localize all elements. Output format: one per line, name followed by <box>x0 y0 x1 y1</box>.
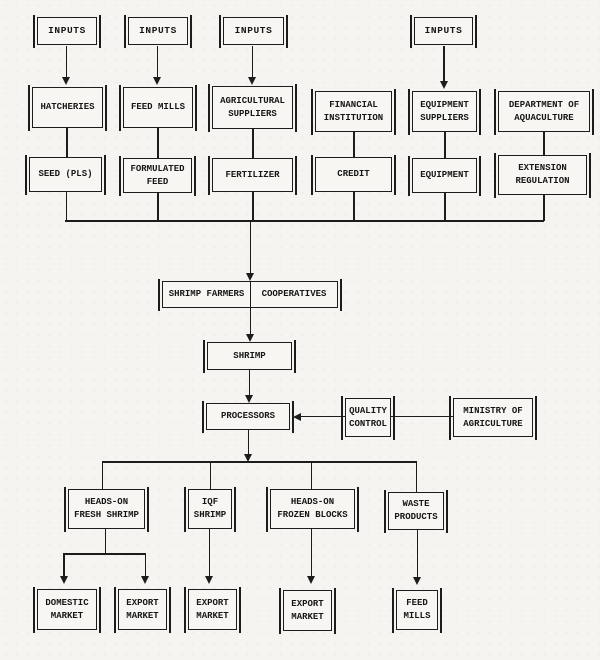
connector-bus-farmers <box>249 220 252 273</box>
connector-department-extension <box>543 132 545 156</box>
inputs-box-equipment: INPUTS <box>410 15 477 48</box>
arrowhead-farmers-shrimp <box>246 334 254 342</box>
connector-quality-processors <box>301 415 345 418</box>
arrowhead-export2 <box>205 576 213 584</box>
domestic-market-box: DOMESTIC MARKET <box>33 587 101 633</box>
department-of-aquaculture-box: DEPARTMENT OF AQUACULTURE <box>494 89 594 135</box>
arrowhead-export3 <box>307 576 315 584</box>
hatcheries-box: HATCHERIES <box>28 85 107 131</box>
connector-bus-iqf <box>209 461 212 489</box>
shrimp-farmers-cell: SHRIMP FARMERS <box>168 289 245 300</box>
heads-on-frozen-blocks-box: HEADS-ON FROZEN BLOCKS <box>266 487 359 532</box>
connector-formulated-bus <box>157 193 159 221</box>
waste-products-box: WASTE PRODUCTS <box>384 490 448 533</box>
connector-seed-bus <box>65 192 68 221</box>
connector-bus-waste <box>415 461 418 492</box>
connector-inputs-hatcheries <box>65 46 68 77</box>
financial-institution-box: FINANCIAL INSTITUTION <box>311 89 396 135</box>
connector-farmers-shrimp <box>249 308 252 334</box>
inputs-box-agricultural: INPUTS <box>219 15 288 48</box>
connector-shrimp-processors <box>248 370 251 395</box>
connector-financial-credit <box>353 132 355 157</box>
fertilizer-box: FERTILIZER <box>208 156 297 195</box>
connector-equipsup-equipment <box>444 132 446 158</box>
arrowhead-inputs-feed-mills <box>153 77 161 85</box>
arrowhead-quality-processors <box>293 412 301 421</box>
arrowhead-inputs-hatcheries <box>62 77 70 85</box>
input-bus-line <box>65 220 544 222</box>
export-market-box-3: EXPORT MARKET <box>279 588 336 634</box>
connector-ministry-quality <box>391 415 453 418</box>
products-bus-line <box>102 461 417 463</box>
connector-credit-bus <box>353 192 355 221</box>
connector-iqf-export <box>208 529 211 577</box>
inputs-box-hatcheries: INPUTS <box>33 15 101 48</box>
arrowhead-feed-mills <box>413 577 421 585</box>
connector-fresh-split <box>104 529 107 554</box>
connector-inputs-equipment <box>443 46 445 81</box>
arrowhead-shrimp-processors <box>245 395 253 403</box>
ministry-of-agriculture-box: MINISTRY OF AGRICULTURE <box>449 396 537 440</box>
connector-bus-frozen <box>310 461 313 489</box>
arrowhead-domestic <box>59 576 68 584</box>
connector-feedmills-formulated <box>157 128 159 158</box>
cooperatives-cell: COOPERATIVES <box>250 282 337 307</box>
connector-bus-fresh <box>101 461 104 489</box>
connector-processors-products <box>247 430 250 455</box>
processors-box: PROCESSORS <box>202 401 294 433</box>
quality-control-box: QUALITY CONTROL <box>341 396 395 440</box>
fresh-split-line <box>63 553 146 555</box>
connector-equipment-bus <box>444 193 446 221</box>
credit-box: CREDIT <box>311 155 396 195</box>
arrowhead-processors-products <box>244 454 252 462</box>
arrowhead-inputs-equipment <box>439 81 448 89</box>
connector-frozen-export <box>310 529 313 577</box>
equipment-box: EQUIPMENT <box>408 156 481 196</box>
seed-box: SEED (PLS) <box>25 155 106 195</box>
shrimp-box: SHRIMP <box>203 340 296 373</box>
connector-inputs-agricultural <box>251 46 254 77</box>
feed-mills-box: FEED MILLS <box>119 85 197 131</box>
heads-on-fresh-shrimp-box: HEADS-ON FRESH SHRIMP <box>64 487 149 532</box>
equipment-suppliers-box: EQUIPMENT SUPPLIERS <box>408 89 481 135</box>
connector-inputs-feed-mills <box>156 46 159 77</box>
connector-split-export1 <box>144 553 147 576</box>
export-market-box-2: EXPORT MARKET <box>184 587 241 633</box>
connector-extension-bus <box>543 195 545 221</box>
agricultural-suppliers-box: AGRICULTURAL SUPPLIERS <box>208 84 297 132</box>
export-market-box-1: EXPORT MARKET <box>114 587 171 633</box>
feed-mills-output-box: FEED MILLS <box>392 588 442 633</box>
arrowhead-inputs-agricultural <box>248 77 256 85</box>
connector-waste-feed <box>416 530 419 578</box>
connector-agri-fertilizer <box>252 129 254 158</box>
connector-split-domestic <box>63 553 65 576</box>
arrowhead-export1 <box>141 576 149 584</box>
shrimp-farmers-cooperatives-box: SHRIMP FARMERS COOPERATIVES <box>158 279 342 311</box>
extension-regulation-box: EXTENSION REGULATION <box>494 153 591 198</box>
iqf-shrimp-box: IQF SHRIMP <box>184 487 236 532</box>
formulated-feed-box: FORMULATED FEED <box>119 156 196 196</box>
connector-hatcheries-seed <box>66 128 68 157</box>
connector-fertilizer-bus <box>252 192 254 221</box>
inputs-box-feed-mills: INPUTS <box>124 15 192 48</box>
arrowhead-bus-farmers <box>246 273 254 281</box>
